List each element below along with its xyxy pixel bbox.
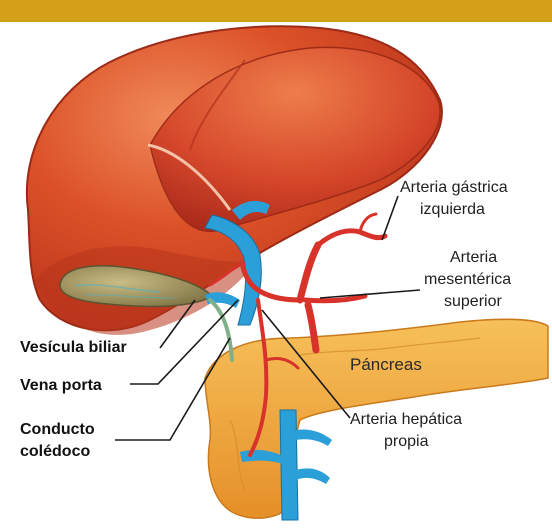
label-vesicula-biliar: Vesícula biliar [20, 339, 127, 356]
label-vena-porta: Vena porta [20, 377, 102, 394]
leader-gastrica [382, 196, 398, 240]
label-arteria-mesenterica-line2: mesentérica [424, 271, 511, 288]
mesenteric-vein-branch-3 [296, 468, 330, 484]
mesenteric-vein [280, 410, 298, 520]
left-gastric-artery-tip [360, 214, 376, 232]
celiac-artery [300, 245, 318, 300]
top-accent-bar [0, 0, 552, 22]
label-conducto-line2: colédoco [20, 443, 90, 460]
label-arteria-gastrica-line2: izquierda [420, 201, 485, 218]
label-conducto-line1: Conducto [20, 421, 95, 438]
label-pancreas: Páncreas [350, 355, 422, 374]
label-arteria-mesenterica-line1: Arteria [450, 249, 497, 266]
left-gastric-artery [318, 231, 385, 245]
label-arteria-hepatica-line2: propia [384, 433, 429, 450]
mesenteric-vein-branch-2 [296, 429, 332, 446]
label-arteria-mesenterica-line3: superior [444, 293, 502, 310]
leader-mesenterica [320, 290, 420, 298]
label-arteria-hepatica-line1: Arteria hepática [350, 411, 462, 428]
label-arteria-gastrica-line1: Arteria gástrica [400, 179, 508, 196]
